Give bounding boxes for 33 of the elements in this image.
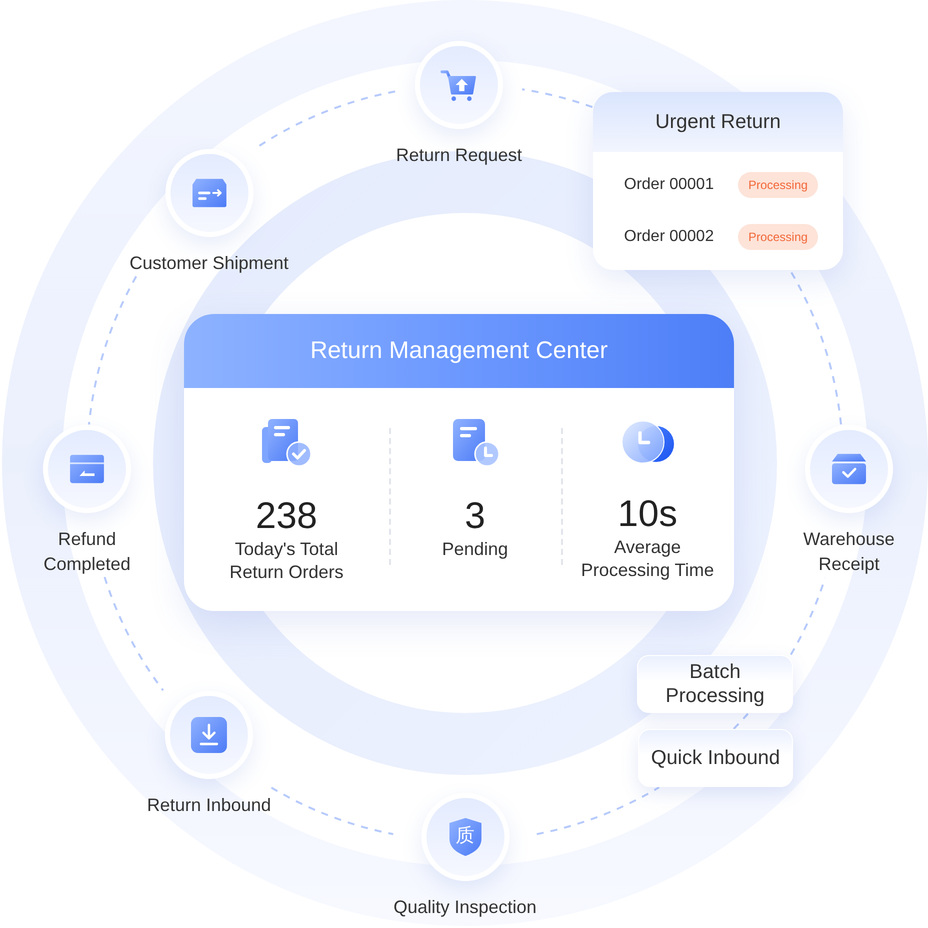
card-title: Return Management Center <box>310 337 608 365</box>
dashed-connector <box>732 713 749 730</box>
card-title: Urgent Return <box>655 110 781 134</box>
dashboard-card <box>184 314 734 611</box>
step-label: Customer Shipment <box>129 252 289 275</box>
status-badge: Processing <box>738 224 818 250</box>
step-label: Return Inbound <box>146 794 272 817</box>
dashed-connector <box>270 786 394 836</box>
option-label: Batch Processing <box>664 660 766 708</box>
option-card <box>638 729 793 787</box>
step-label: Refund Completed <box>42 528 132 576</box>
stat-value: 10s <box>618 492 678 536</box>
stat-label: Average Processing Time <box>580 536 716 582</box>
option-label: Quick Inbound <box>651 746 780 770</box>
stat-value: 238 <box>256 494 318 538</box>
dashed-connector <box>536 786 660 836</box>
status-badge: Processing <box>738 172 818 198</box>
step-label: Quality Inspection <box>393 896 537 919</box>
stat-label: Today's Total Return Orders <box>228 538 345 584</box>
order-number: Order 00001 <box>624 176 714 194</box>
dashed-connector <box>790 578 826 656</box>
urgent-list-card <box>593 92 843 270</box>
dashed-connector <box>104 576 164 691</box>
dashed-connector <box>790 270 842 425</box>
dashed-connector <box>522 88 593 108</box>
order-number: Order 00002 <box>624 228 714 246</box>
step-label: Warehouse Receipt <box>802 528 896 576</box>
dashed-connector <box>88 276 138 425</box>
shield-character: 质 <box>456 826 474 846</box>
option-card <box>637 655 793 713</box>
stat-label: Pending <box>442 538 508 561</box>
stat-value: 3 <box>464 494 486 538</box>
step-label: Return Request <box>396 144 522 167</box>
